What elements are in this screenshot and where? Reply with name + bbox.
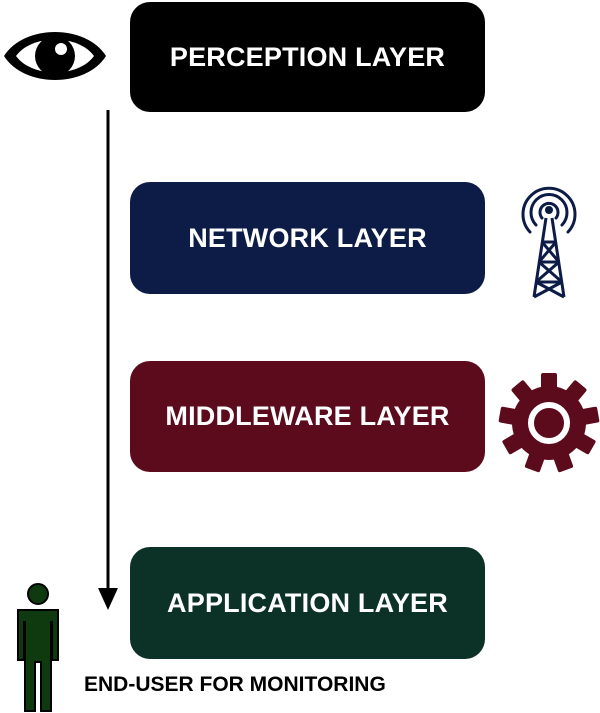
- middleware-layer-label: MIDDLEWARE LAYER: [165, 401, 450, 431]
- network-layer-box: NETWORK LAYER: [130, 182, 485, 294]
- application-layer-box: APPLICATION LAYER: [130, 547, 485, 659]
- radio-tower-icon: [521, 186, 577, 299]
- application-layer-label: APPLICATION LAYER: [167, 587, 448, 618]
- gear-icon: [498, 373, 600, 473]
- flow-down-arrow-icon: [98, 110, 118, 610]
- network-layer-label: NETWORK LAYER: [188, 222, 427, 253]
- middleware-layer-box: MIDDLEWARE LAYER: [130, 361, 485, 472]
- perception-layer-box: PERCEPTION LAYER: [130, 2, 485, 112]
- end-user-caption: END-USER FOR MONITORING: [84, 673, 386, 696]
- eye-icon: [4, 32, 106, 80]
- perception-layer-label: PERCEPTION LAYER: [169, 41, 446, 72]
- person-icon: [17, 583, 59, 712]
